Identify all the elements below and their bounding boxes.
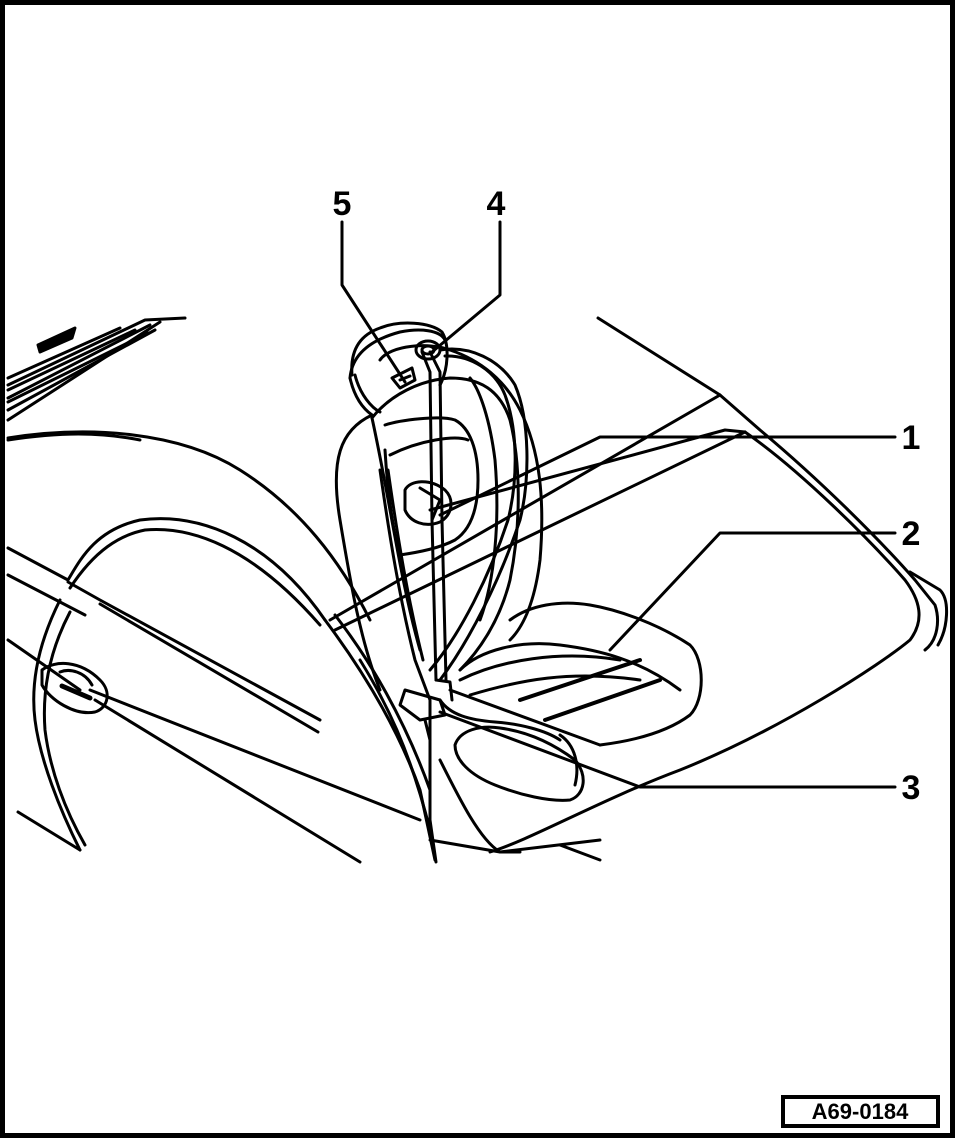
figure-id-box <box>781 1095 940 1128</box>
callout-2: 2 <box>902 515 921 553</box>
leader-line-3 <box>438 710 897 789</box>
callout-5: 5 <box>333 185 352 223</box>
head-restraint <box>350 321 449 414</box>
leader-line-2 <box>608 531 897 652</box>
callout-4: 4 <box>487 185 506 223</box>
leader-line-5 <box>340 220 407 384</box>
car-illustration <box>6 220 948 864</box>
leader-lines <box>340 220 897 789</box>
callout-1: 1 <box>902 419 921 457</box>
seat-cushion <box>438 601 703 802</box>
callout-3: 3 <box>902 769 921 807</box>
figure-id: A69-0184 <box>812 1099 909 1124</box>
door-frame <box>6 517 422 864</box>
windshield-frame <box>6 316 187 422</box>
front-fender <box>6 430 372 622</box>
leader-line-1 <box>438 435 897 517</box>
leader-line-4 <box>430 220 502 354</box>
windshield-outline <box>328 316 948 862</box>
b-pillar <box>323 613 437 862</box>
